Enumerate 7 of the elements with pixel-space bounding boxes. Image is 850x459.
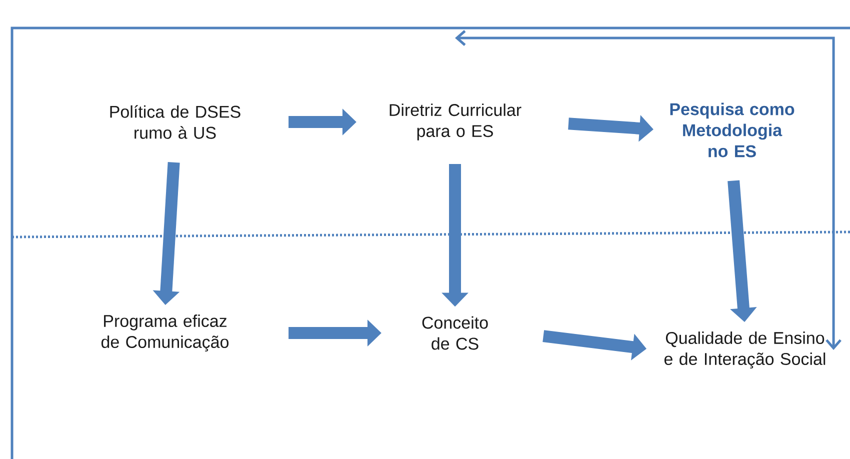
node-label: Programa eficaz de Comunicação xyxy=(101,314,229,352)
node-label: Conceito de CS xyxy=(422,316,488,350)
node-label: Política de DSES rumo à US xyxy=(110,105,240,139)
node-label: Diretriz Curricular para o ES xyxy=(390,104,522,140)
feedback-arrow xyxy=(455,30,842,350)
node-label: Pesquisa como Metodologia no ES xyxy=(670,102,794,158)
node-label: Qualidade de Ensino e de Interação Social xyxy=(664,332,826,368)
